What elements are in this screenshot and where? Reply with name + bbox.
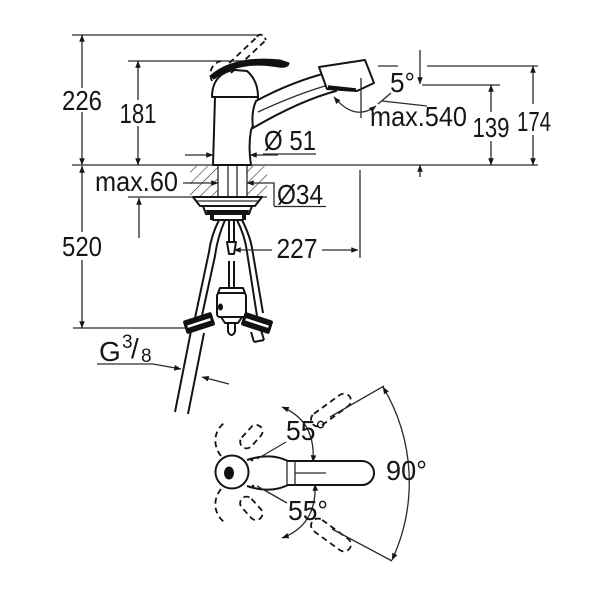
- left-hose-fitting: [183, 312, 215, 334]
- side-view: 226 181 5° max.540 139 174 Ø 51 max.60 Ø…: [62, 33, 551, 415]
- thread-letter: G: [99, 336, 121, 367]
- label-spout-swivel: 90°: [386, 455, 427, 486]
- thread-numerator: 3: [122, 332, 133, 353]
- label-outlet-height: 139: [473, 112, 510, 143]
- label-max-pullout: max.540: [370, 101, 467, 132]
- label-below-counter-depth: 520: [62, 231, 102, 262]
- label-handle-swing-down: 55°: [288, 495, 328, 526]
- pullout-spray-head: [318, 59, 375, 92]
- under-counter-assembly: [174, 166, 273, 415]
- handle-top-outline: [214, 454, 375, 491]
- thread-slash: /: [131, 333, 139, 364]
- thread-denominator: 8: [141, 346, 152, 367]
- handle-lever: [209, 58, 290, 80]
- label-thread-size: G 3 / 8: [99, 332, 152, 367]
- handle-lever-raised-dashed: [209, 33, 267, 82]
- angle-dimension-lines: [256, 385, 410, 562]
- top-view: 55° 55° 90°: [214, 385, 427, 562]
- label-hose-offset: 227: [277, 233, 318, 264]
- dimension-lines: [79, 34, 536, 385]
- label-overall-height: 226: [62, 85, 102, 116]
- label-base-diameter: Ø 51: [264, 125, 316, 156]
- label-max-counter-thickness: max.60: [95, 166, 178, 197]
- label-handle-swing-up: 55°: [286, 415, 326, 446]
- label-spout-angle: 5°: [390, 67, 415, 98]
- handle-dome: [211, 69, 259, 98]
- right-hose-fitting: [241, 312, 273, 334]
- supply-hose: [174, 330, 205, 415]
- hose-weight: [216, 287, 247, 336]
- label-body-height: 181: [120, 98, 157, 129]
- handle-rotated-dashed: [214, 392, 352, 553]
- label-shank-diameter: Ø34: [277, 179, 323, 210]
- faucet-side-outline: [209, 33, 375, 166]
- label-spout-height: 174: [517, 106, 551, 137]
